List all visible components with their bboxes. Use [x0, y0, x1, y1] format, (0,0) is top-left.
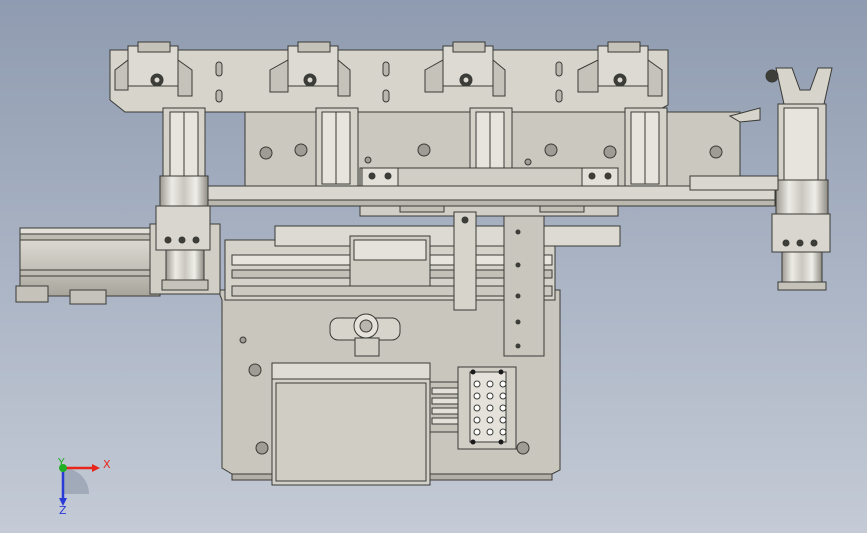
y-axis-label: Y [57, 456, 65, 469]
z-axis-label: Z [59, 504, 67, 517]
valve-manifold [429, 366, 517, 450]
x-axis-label: X [103, 458, 111, 471]
rotary-cylinder-right [765, 67, 833, 291]
gripper-module-4 [577, 41, 668, 189]
y-axis-dot [59, 464, 67, 472]
coordinate-triad: X Y Z [57, 456, 111, 517]
air-fitting [329, 313, 401, 357]
vertical-arm [503, 215, 545, 357]
gripper-module-2 [269, 41, 359, 189]
rotary-cylinder-left [155, 175, 211, 291]
